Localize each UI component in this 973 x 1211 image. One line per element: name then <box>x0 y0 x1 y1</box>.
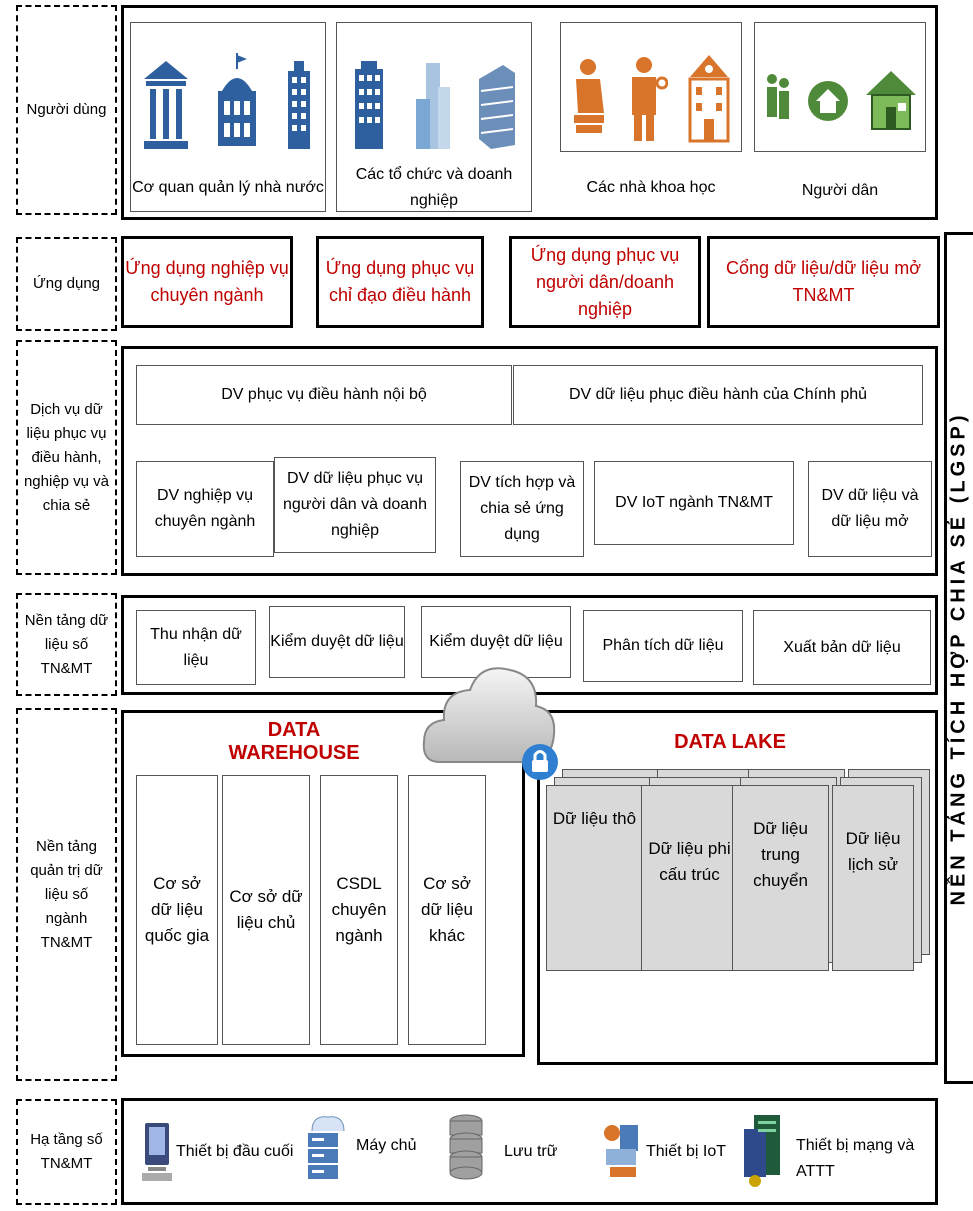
service-box: DV nghiệp vụ chuyên ngành <box>136 461 274 557</box>
data-lake: DATA LAKE Dữ liệu thô Dữ liệu phi cấu tr… <box>537 710 938 1065</box>
people-group-icon <box>767 74 789 119</box>
cloud-lock-icon <box>422 667 558 780</box>
warehouse-box: Cơ sở dữ liệu chủ <box>222 775 310 1045</box>
service-box: DV dữ liệu và dữ liệu mở <box>808 461 932 557</box>
infra-label: Máy chủ <box>356 1137 417 1154</box>
user-group-orgs: Các tổ chức và doanh nghiệp <box>336 22 532 212</box>
layer-label-users: Người dùng <box>16 5 117 215</box>
service-box: DV tích hợp và chia sẻ ứng dụng <box>460 461 584 557</box>
infra-label: Thiết bị IoT <box>646 1143 727 1160</box>
iot-device-icon <box>604 1125 638 1177</box>
app-label: Ứng dụng nghiệp vụ chuyên ngành <box>125 258 289 305</box>
layer-label-text: Nền tảng dữ liệu số TN&MT <box>24 611 109 677</box>
app-label: Cổng dữ liệu/dữ liệu mở TN&MT <box>726 258 921 305</box>
layer-label-services: Dịch vụ dữ liệu phục vụ điều hành, nghiệ… <box>16 340 117 575</box>
warehouse-box: Cơ sở dữ liệu quốc gia <box>136 775 218 1045</box>
layer-label-text: Ứng dụng <box>32 275 101 292</box>
lgsp-title: NỀN TẢNG TÍCH HỢP CHIA SẺ (LGSP) <box>947 411 969 905</box>
platform-box: Phân tích dữ liệu <box>583 610 743 682</box>
lake-doc: Dữ liệu phi cấu trúc <box>641 785 738 971</box>
citizens-icons <box>755 41 925 141</box>
scientist-icon <box>632 57 668 141</box>
server-icon <box>308 1116 345 1179</box>
university-icon <box>688 55 730 143</box>
network-security-icon <box>744 1115 780 1187</box>
warehouse-box: Cơ sở dữ liệu khác <box>408 775 486 1045</box>
layer-label-text: Nền tảng quản trị dữ liệu số ngành TN&MT <box>30 837 103 951</box>
reading-person-icon <box>574 59 604 133</box>
user-group-citizens <box>754 22 926 152</box>
user-group-label: Cơ quan quản lý nhà nước <box>132 179 324 196</box>
data-warehouse: DATA WAREHOUSE Cơ sở dữ liệu quốc gia Cơ… <box>121 710 525 1057</box>
infra-layer: Thiết bị đầu cuối Máy chủ Lưu trữ Thiết … <box>121 1098 938 1205</box>
layer-label-platform: Nền tảng dữ liệu số TN&MT <box>16 593 117 696</box>
lake-doc: Dữ liệu lịch sử <box>832 785 914 971</box>
service-box: DV dữ liệu phục vụ người dân và doanh ng… <box>274 457 436 553</box>
infra-label: Lưu trữ <box>504 1143 558 1160</box>
office-tower-icon <box>288 61 310 149</box>
users-layer: Cơ quan quản lý nhà nước Các tổ chức và … <box>121 5 938 220</box>
lake-doc: Dữ liệu thô <box>546 785 643 971</box>
app-box: Ứng dụng phục vụ người dân/doanh nghiệp <box>509 236 701 328</box>
warehouse-box: CSDL chuyên ngành <box>320 775 398 1045</box>
lake-title: DATA LAKE <box>674 730 786 753</box>
platform-box: Kiểm duyệt dữ liệu <box>269 606 405 678</box>
lake-doc: Dữ liệu trung chuyển <box>732 785 829 971</box>
service-box: DV IoT ngành TN&MT <box>594 461 794 545</box>
layer-label-infra: Hạ tầng số TN&MT <box>16 1099 117 1205</box>
glass-building-icon <box>415 63 450 149</box>
service-box: DV dữ liệu phục điều hành của Chính phủ <box>513 365 923 425</box>
infra-label: Thiết bị đầu cuối <box>176 1143 294 1160</box>
lgsp-bar <box>944 232 973 1084</box>
capitol-icon <box>218 53 256 146</box>
app-box: Cổng dữ liệu/dữ liệu mở TN&MT <box>707 236 940 328</box>
app-box: Ứng dụng nghiệp vụ chuyên ngành <box>121 236 293 328</box>
layer-label-apps: Ứng dụng <box>16 237 117 331</box>
user-group-label: Các nhà khoa học <box>586 179 716 196</box>
scientists-icons <box>561 33 741 143</box>
user-group-label: Người dân <box>801 182 879 199</box>
layer-label-text: Người dùng <box>26 101 107 118</box>
user-group-scientists <box>560 22 742 152</box>
app-label: Ứng dụng phục vụ người dân/doanh nghiệp <box>530 244 680 319</box>
user-group-state: Cơ quan quản lý nhà nước <box>130 22 326 212</box>
orgs-icons <box>337 41 531 151</box>
apartment-building-icon <box>479 65 516 149</box>
platform-box: Thu nhận dữ liệu <box>136 610 256 685</box>
infra-label: Thiết bị mạng và ATTT <box>796 1137 915 1180</box>
service-box: DV phục vụ điều hành nội bộ <box>136 365 512 425</box>
app-label: Ứng dụng phục vụ chỉ đạo điều hành <box>325 258 475 305</box>
services-layer: DV phục vụ điều hành nội bộ DV dữ liệu p… <box>121 346 938 576</box>
terminal-device-icon <box>142 1123 172 1181</box>
skyscraper-icon <box>354 61 383 149</box>
storage-icon <box>449 1114 483 1180</box>
layer-label-text: Hạ tầng số TN&MT <box>30 1131 103 1172</box>
app-box: Ứng dụng phục vụ chỉ đạo điều hành <box>316 236 484 328</box>
house-icon <box>866 71 916 130</box>
user-group-label: Các tổ chức và doanh nghiệp <box>355 166 513 209</box>
warehouse-title: DATA WAREHOUSE <box>228 719 360 764</box>
lgsp-title-wrap: NỀN TẢNG TÍCH HỢP CHIA SẺ (LGSP) <box>944 232 973 1084</box>
home-circle-icon <box>808 81 848 121</box>
state-icons <box>131 41 325 151</box>
layer-label-text: Dịch vụ dữ liệu phục vụ điều hành, nghiệ… <box>23 400 110 514</box>
platform-box: Xuất bản dữ liệu <box>753 610 931 685</box>
layer-label-governance: Nền tảng quản trị dữ liệu số ngành TN&MT <box>16 708 117 1081</box>
government-building-icon <box>144 61 188 149</box>
